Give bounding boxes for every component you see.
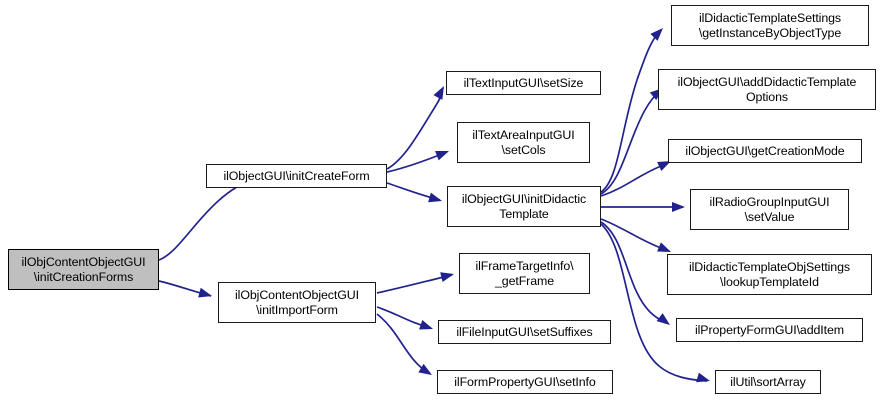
graph-node-setSize[interactable]: ilTextInputGUI\setSize (446, 71, 601, 95)
edge-initDidactic-to-sortArray (600, 223, 708, 382)
graph-node-getInstance[interactable]: ilDidacticTemplateSettings \getInstanceB… (671, 5, 869, 46)
graph-node-getFrame[interactable]: ilFrameTargetInfo\ _getFrame (459, 253, 590, 294)
arrowhead-getInstance (650, 28, 663, 41)
graph-node-setInfo[interactable]: ilFormPropertyGUI\setInfo (437, 370, 613, 394)
arrowhead-setSuffixes (419, 320, 433, 330)
arrowhead-sortArray (696, 372, 710, 383)
graph-node-initImportForm[interactable]: ilObjContentObjectGUI \initImportForm (218, 282, 376, 323)
edge-initDidactic-to-addDidactic (600, 89, 662, 195)
edge-root-to-initCreateForm (158, 176, 259, 261)
arrowhead-initImportForm (198, 287, 212, 298)
graph-node-lookupTpl[interactable]: ilDidacticTemplateObjSettings \lookupTem… (667, 254, 872, 295)
edge-initDidactic-to-lookupTpl (600, 218, 670, 252)
graph-node-sortArray[interactable]: ilUtil\sortArray (715, 370, 821, 394)
arrowhead-setSize (433, 86, 444, 100)
graph-node-addItem[interactable]: ilPropertyFormGUI\addItem (676, 318, 863, 342)
arrowhead-addItem (656, 313, 670, 325)
edge-initDidactic-to-getInstance (600, 29, 662, 193)
graph-node-setValue[interactable]: ilRadioGroupInputGUI \setValue (690, 189, 849, 230)
graph-node-setSuffixes[interactable]: ilFileInputGUI\setSuffixes (438, 320, 611, 344)
arrowhead-setValue (672, 202, 685, 212)
graph-node-getCreation[interactable]: ilObjectGUI\getCreationMode (668, 139, 862, 163)
graph-node-initDidactic[interactable]: ilObjectGUI\initDidactic Template (447, 186, 601, 227)
arrowhead-setCols (435, 150, 449, 161)
arrowhead-initDidactic (428, 192, 442, 203)
edge-initImportForm-to-getFrame (376, 274, 453, 294)
graph-node-initCreateForm[interactable]: ilObjectGUI\initCreateForm (206, 164, 387, 188)
graph-node-addDidactic[interactable]: ilObjectGUI\addDidacticTemplate Options (658, 69, 876, 110)
arrowhead-getCreation (657, 161, 671, 172)
arrowhead-setInfo (418, 363, 432, 375)
graph-node-root[interactable]: ilObjContentObjectGUI \initCreationForms (8, 249, 159, 290)
arrowhead-getFrame (440, 272, 454, 282)
arrowhead-lookupTpl (657, 242, 671, 252)
graph-node-setCols[interactable]: ilTextAreaInputGUI \setCols (457, 122, 590, 163)
